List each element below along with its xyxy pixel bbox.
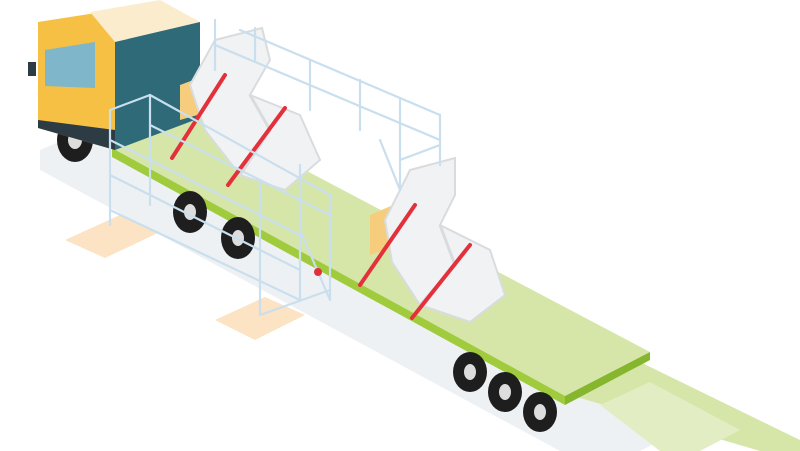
trailer-bed-edge xyxy=(112,148,565,405)
warning-sign-icon xyxy=(314,268,322,276)
trailer-bed-end xyxy=(565,352,650,405)
wheels xyxy=(57,118,557,432)
truck-cab xyxy=(28,0,200,150)
turbine-segment xyxy=(358,156,507,324)
ground-pad xyxy=(65,215,160,258)
turbine-segment xyxy=(170,26,322,192)
loading-ramp xyxy=(600,382,740,451)
scaffolding xyxy=(108,18,442,317)
